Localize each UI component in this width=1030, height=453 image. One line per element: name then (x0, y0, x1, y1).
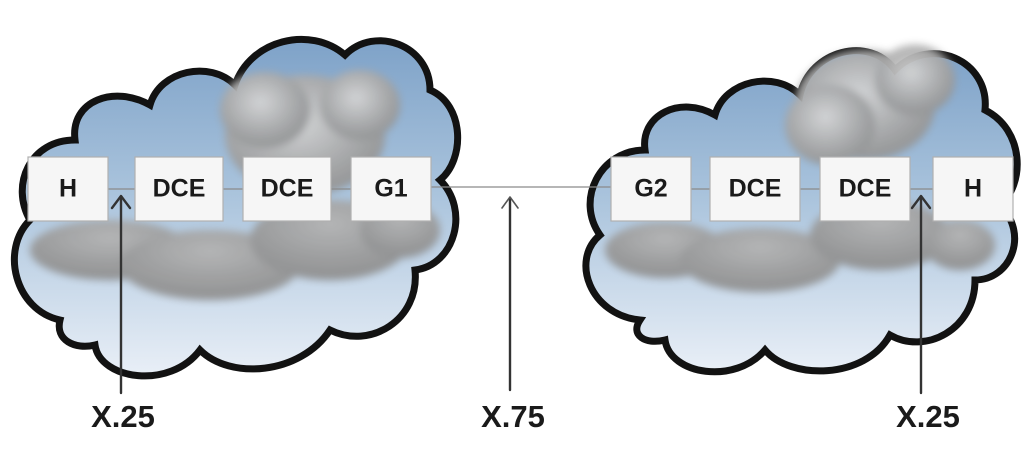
gateway-g1-node: G1 (350, 156, 432, 222)
right-host-label: H (964, 175, 982, 203)
x75-arrow (501, 196, 519, 392)
right-x25-label: X.25 (896, 399, 960, 434)
right-dce-node-1: DCE (709, 156, 801, 222)
left-x25-arrow (110, 194, 132, 395)
left-x25-label: X.25 (91, 399, 155, 434)
left-dce-1-label: DCE (153, 175, 206, 203)
right-x25-arrow (910, 194, 932, 395)
left-dce-2-label: DCE (261, 175, 314, 203)
x75-label: X.75 (481, 399, 545, 434)
right-host-node: H (932, 156, 1014, 222)
right-dce-node-2: DCE (819, 156, 911, 222)
right-cloud (582, 45, 1021, 376)
right-dce-1-label: DCE (729, 175, 782, 203)
right-dce-2-label: DCE (839, 175, 892, 203)
left-dce-node-1: DCE (134, 156, 224, 222)
gateway-g2-node: G2 (610, 156, 692, 222)
left-host-label: H (59, 175, 77, 203)
gateway-g1-label: G1 (374, 175, 407, 203)
left-network-nodes: H DCE DCE G1 (27, 156, 432, 222)
left-dce-node-2: DCE (242, 156, 332, 222)
left-host-node: H (27, 156, 109, 222)
right-network-nodes: G2 DCE DCE H (610, 156, 1014, 222)
gateway-g2-label: G2 (634, 175, 667, 203)
